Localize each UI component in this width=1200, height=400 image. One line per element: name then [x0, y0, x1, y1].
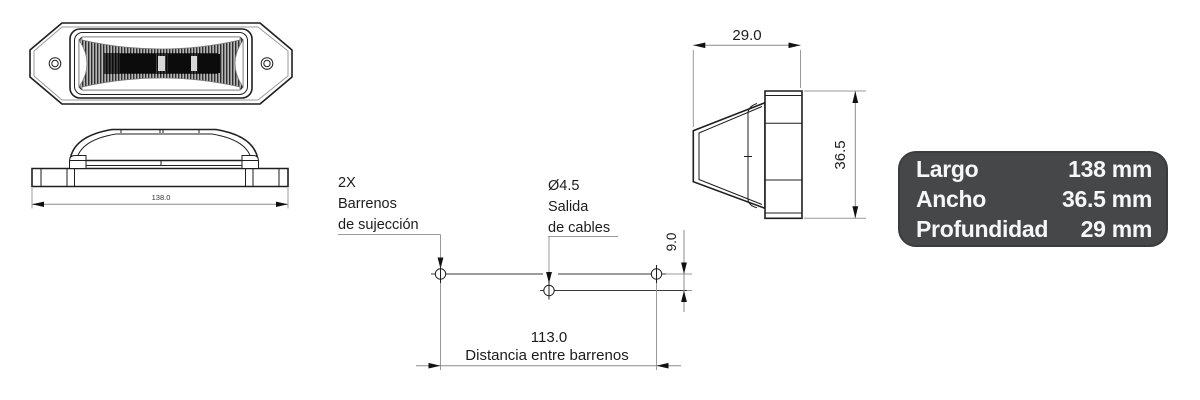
lens-wing-bottom — [82, 78, 240, 90]
spec-row-profundidad: Profundidad 29 mm — [916, 215, 1152, 244]
arrowhead — [693, 42, 706, 49]
arrowhead — [32, 201, 44, 207]
mount-label-line3: de sujección — [338, 217, 419, 233]
mounting-diagram: 2X Barrenos de sujección Ø4.5 Salida de … — [338, 175, 692, 370]
bezel-inner-line — [34, 27, 288, 100]
screw-hole-left-outer — [49, 58, 61, 70]
arrowhead — [681, 290, 687, 302]
cable-label-line1: Ø4.5 — [548, 178, 579, 194]
led-block — [198, 54, 220, 73]
dome-inner-wall — [699, 107, 762, 205]
dim-distance-value: 113.0 — [531, 329, 567, 346]
end-view: 29.0 36.5 — [693, 27, 866, 218]
screw-hole-left-inner — [52, 60, 58, 66]
dim-distance-caption: Distancia entre barrenos — [465, 347, 628, 364]
dim-offset-text: 9.0 — [664, 233, 679, 252]
dim-length-text: 138.0 — [152, 193, 171, 202]
front-view — [30, 23, 292, 104]
spec-value: 36.5 mm — [1062, 185, 1152, 212]
spec-value: 29 mm — [1080, 215, 1153, 242]
spec-table: Largo 138 mm Ancho 36.5 mm Profundidad 2… — [898, 151, 1168, 247]
cable-label-line2: Salida — [548, 199, 589, 215]
leader-arrow — [546, 272, 552, 284]
arrowhead — [852, 206, 859, 219]
dim-height-text: 36.5 — [832, 140, 849, 169]
spec-value: 138 mm — [1068, 155, 1152, 182]
spec-row-largo: Largo 138 mm — [916, 155, 1152, 184]
led-block — [168, 54, 190, 73]
mount-label-line1: 2X — [338, 175, 356, 191]
led-block — [120, 54, 156, 73]
spec-label: Largo — [916, 155, 979, 182]
lens-wing-top — [82, 37, 240, 49]
dome-outer — [70, 130, 258, 161]
lens-frame-inner — [75, 33, 248, 95]
spec-label: Profundidad — [916, 215, 1049, 242]
led-slit — [191, 56, 197, 71]
mount-label-line2: Barrenos — [338, 196, 397, 212]
lens-wing-right — [235, 40, 243, 87]
screw-hole-right-inner — [264, 60, 270, 66]
dome-profile — [693, 103, 765, 209]
dome-inner — [77, 134, 252, 161]
side-view: 138.0 — [32, 130, 288, 209]
arrowhead — [681, 262, 687, 274]
arrowhead — [656, 362, 669, 369]
cable-label-line3: de cables — [548, 220, 610, 236]
base-plate — [32, 169, 288, 187]
base-profile — [765, 91, 802, 218]
leader-arrow — [437, 257, 444, 269]
arrowhead — [428, 362, 441, 369]
spec-row-ancho: Ancho 36.5 mm — [916, 185, 1152, 214]
arrowhead — [852, 91, 859, 103]
led-slit — [158, 56, 165, 71]
lens-foot-right — [242, 156, 259, 169]
spec-label: Ancho — [916, 185, 987, 212]
arrowhead — [788, 42, 801, 49]
arrowhead — [276, 201, 288, 207]
lens-wing-left — [79, 40, 87, 87]
screw-hole-right-outer — [261, 58, 273, 70]
dim-depth-text: 29.0 — [732, 27, 761, 44]
lens-foot-left — [70, 156, 87, 169]
